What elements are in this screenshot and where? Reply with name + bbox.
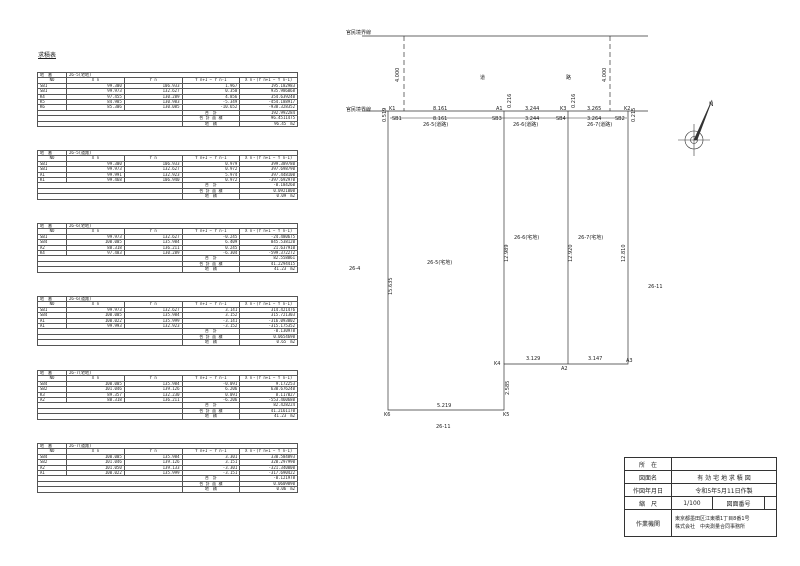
point-label: K4	[494, 361, 500, 367]
north-arrow-icon	[678, 99, 713, 156]
point-label: SB3	[492, 116, 502, 122]
table-cell: -599.372272	[239, 249, 298, 257]
dim: 0.216	[571, 94, 577, 108]
dim: 3.264	[587, 116, 601, 122]
point-label: A2	[561, 366, 568, 372]
lot-label: 26-5(道路)	[423, 121, 448, 128]
lot-label: 26-6(宅地)	[514, 234, 539, 241]
dim: 15.635	[388, 278, 394, 296]
road-label-a: 官民境界線	[346, 29, 371, 36]
point-label: SB1	[392, 116, 402, 122]
road-text-right: 路	[566, 74, 571, 81]
dim: 2.585	[505, 381, 511, 395]
dim: 3.265	[587, 106, 601, 112]
point-label: K5	[503, 412, 509, 418]
table-cell: -397.692970	[239, 176, 298, 184]
svg-text:4.000: 4.000	[395, 68, 401, 82]
title-block: 所 在 図面名有 効 宅 地 求 積 図 作図年月日令和5年5月11日作製 縮 …	[624, 457, 777, 537]
dim: 3.147	[588, 356, 602, 362]
lot-label: 26-5(宅地)	[427, 259, 452, 266]
dim: 0.519	[382, 108, 388, 122]
dim: 0.216	[507, 94, 513, 108]
table-cell: -317.690422	[239, 469, 298, 477]
table-cell: -321.340000	[239, 464, 298, 472]
lot-label: 26-7(道路)	[587, 121, 612, 128]
point-label: K2	[624, 106, 630, 112]
road-label-b: 官民境界線	[346, 106, 371, 113]
point-label: A3	[626, 358, 633, 364]
point-label: K6	[384, 412, 390, 418]
dim: 12.810	[621, 245, 627, 263]
dim: 12.989	[504, 245, 510, 263]
dim: 8.161	[433, 116, 447, 122]
adjacent-lot: 26-11	[436, 424, 451, 430]
dim: 8.161	[433, 106, 447, 112]
point-label: A1	[496, 106, 503, 112]
road-text-left: 道	[480, 74, 485, 81]
page-title: 求積表	[38, 52, 57, 59]
dim: 3.244	[525, 116, 539, 122]
dim: 12.920	[568, 245, 574, 263]
dim: 3.244	[525, 106, 539, 112]
svg-text:4.000: 4.000	[602, 68, 608, 82]
dim: 0.215	[631, 108, 637, 122]
point-label: SB2	[615, 116, 625, 122]
lot-outline	[387, 111, 629, 411]
table-cell: -316.093802	[239, 317, 298, 325]
lot-label: 26-6(道路)	[513, 121, 538, 128]
point-label: SB4	[556, 116, 566, 122]
adjacent-lot: 26-4	[349, 266, 360, 272]
dim: 5.219	[437, 403, 451, 409]
dim: 3.129	[526, 356, 540, 362]
lot-label: 26-7(宅地)	[578, 234, 603, 241]
point-label: K3	[560, 106, 566, 112]
table-cell: -454.188917	[239, 98, 298, 106]
table-cell: -938.328352	[239, 104, 298, 111]
adjacent-lot: 26-11	[648, 284, 663, 290]
point-label: K1	[389, 106, 395, 112]
table-cell: -553.460680	[239, 396, 298, 404]
svg-text:N: N	[709, 101, 714, 108]
table-cell: -315.175352	[239, 322, 298, 330]
